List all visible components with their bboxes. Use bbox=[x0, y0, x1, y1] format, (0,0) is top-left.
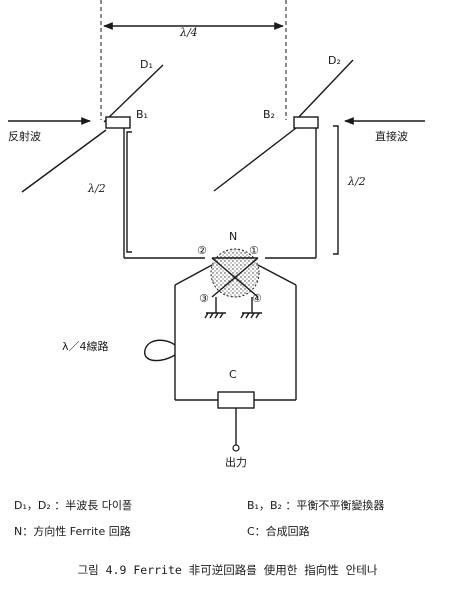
dimension-right: λ/2 bbox=[333, 125, 366, 255]
legend-d1-d2: D₁，D₂ ：半波長 다이폴 bbox=[14, 499, 133, 512]
feed-lines bbox=[123, 128, 317, 259]
dim-top-label: λ/4 bbox=[179, 26, 198, 39]
direct-wave: 直接波 bbox=[344, 117, 425, 143]
balun1-label: B₁ bbox=[136, 108, 148, 121]
output-label: 出力 bbox=[225, 455, 247, 469]
figure-caption: 그림 4.9 Ferrite 非可逆回路를 使用한 指向性 안테나 bbox=[77, 563, 378, 577]
combiner-c: C 出力 bbox=[217, 368, 255, 469]
dipole1-label: D₁ bbox=[140, 58, 153, 71]
legend-n: N：方向性 Ferrite 回路 bbox=[14, 525, 131, 538]
network-label: N bbox=[229, 230, 237, 243]
port4-label: ④ bbox=[252, 292, 262, 305]
combiner-wires bbox=[144, 264, 297, 401]
dipole-d1: D₁ B₁ bbox=[21, 58, 164, 193]
svg-text:直接波: 直接波 bbox=[375, 129, 408, 143]
dipole-d2: D₂ B₂ bbox=[213, 54, 354, 192]
combiner-label: C bbox=[229, 368, 237, 381]
quarter-line-label: λ／4線路 bbox=[62, 339, 109, 353]
ground-port4 bbox=[240, 297, 262, 319]
balun2-label: B₂ bbox=[263, 108, 275, 121]
reflected-wave: 反射波 bbox=[8, 117, 91, 143]
svg-text:λ/2: λ/2 bbox=[347, 175, 366, 188]
port3-label: ③ bbox=[199, 292, 209, 305]
svg-text:反射波: 反射波 bbox=[8, 129, 41, 143]
legend-c: C：合成回路 bbox=[247, 525, 310, 538]
port2-label: ② bbox=[197, 244, 207, 257]
dimension-top: λ/4 bbox=[100, 0, 287, 120]
ferrite-network-n: N ② ① ③ ④ bbox=[197, 230, 262, 305]
legend-b1-b2: B₁，B₂ ：平衡不平衡變換器 bbox=[247, 499, 385, 512]
dipole2-label: D₂ bbox=[328, 54, 341, 67]
dimension-left: λ/2 bbox=[87, 131, 132, 253]
port1-label: ① bbox=[249, 244, 259, 257]
balun-b2-box bbox=[293, 116, 319, 129]
ground-port3 bbox=[204, 297, 226, 319]
svg-text:λ/2: λ/2 bbox=[87, 182, 106, 195]
balun-b1-box bbox=[105, 116, 131, 129]
